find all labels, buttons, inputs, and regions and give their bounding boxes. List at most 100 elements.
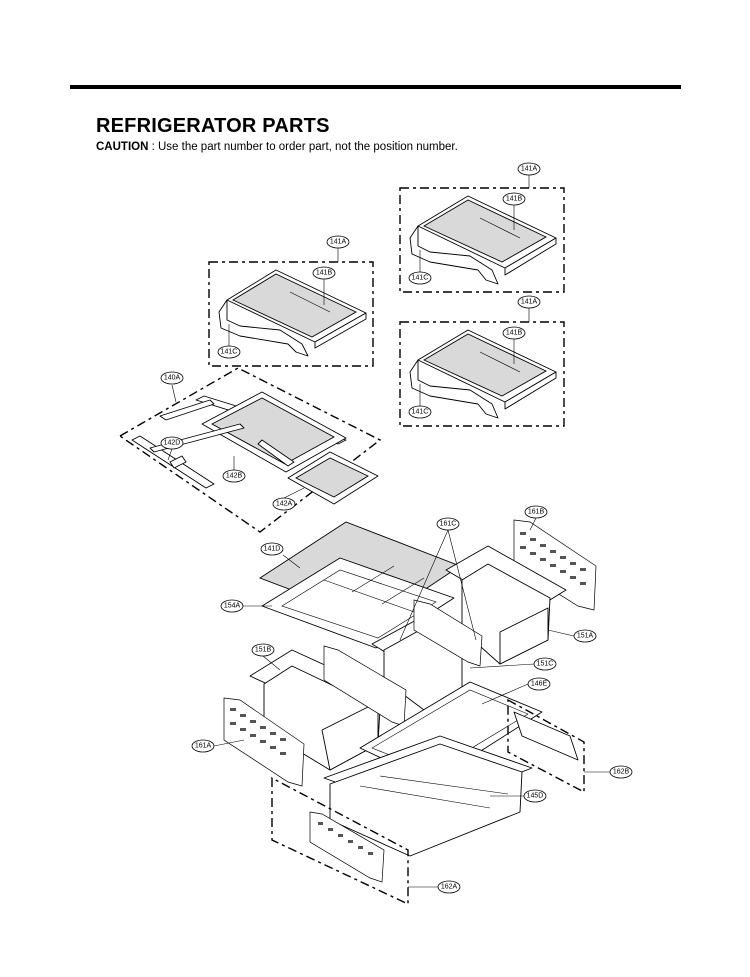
leader (167, 448, 173, 461)
shelf-assembly-mid-right (399, 308, 565, 427)
svg-text:151C: 151C (537, 661, 554, 668)
callout-162A: 162A (437, 880, 461, 894)
callout-146E: 146E (527, 677, 551, 691)
caution-text: : Use the part number to order part, not… (148, 141, 458, 153)
callout-141B-left: 141B (312, 266, 336, 280)
leader (262, 655, 281, 671)
drawer-rib (359, 785, 491, 809)
svg-text:151B: 151B (255, 647, 272, 654)
group-box-top-right (399, 187, 565, 293)
callout-161B: 161B (524, 505, 548, 519)
svg-text:146E: 146E (531, 681, 548, 688)
shelf-assembly-left (208, 248, 374, 367)
shelf-front-trim (504, 237, 557, 276)
svg-text:141B: 141B (506, 196, 523, 203)
caution-note: CAUTION : Use the part number to order p… (96, 141, 458, 153)
callout-141C-top: 141C (408, 271, 432, 285)
callout-154A: 154A (220, 599, 244, 613)
callout-141B-top: 141B (502, 192, 526, 206)
svg-text:141C: 141C (221, 349, 238, 356)
crisper-assembly (213, 517, 610, 906)
leader (447, 529, 477, 641)
leader (481, 683, 529, 705)
support-arm (257, 439, 295, 467)
svg-text:145D: 145D (527, 793, 544, 800)
callout-141B-mid: 141B (502, 326, 526, 340)
leader (213, 739, 245, 747)
callout-141C-left: 141C (217, 345, 241, 359)
slide-shelf-glass (211, 397, 335, 465)
shelf-bracket (218, 299, 309, 357)
grille-slots (520, 532, 586, 585)
shelf-front-trim (314, 312, 367, 349)
svg-text:162B: 162B (613, 769, 630, 776)
leader (399, 529, 449, 641)
group-box-right-rail (507, 698, 585, 794)
callout-141A-left: 141A (326, 235, 350, 249)
callout-161A: 161A (191, 739, 215, 753)
shelf-front-trim (504, 371, 557, 410)
callout-142A: 142A (272, 497, 296, 511)
callout-151C: 151C (533, 657, 557, 671)
folding-shelf-assembly (118, 367, 382, 533)
callout-151B: 151B (251, 643, 275, 657)
callout-141D: 141D (260, 542, 284, 556)
shelf-glass (232, 273, 357, 338)
svg-text:141A: 141A (521, 299, 538, 306)
callout-141A-mid: 141A (517, 295, 541, 309)
rail-cross (159, 399, 215, 421)
svg-text:154A: 154A (224, 603, 241, 610)
svg-text:141B: 141B (506, 330, 523, 337)
group-box-bottom-grille (271, 776, 409, 906)
svg-text:161C: 161C (440, 521, 457, 528)
svg-text:141C: 141C (412, 275, 429, 282)
svg-text:142A: 142A (276, 501, 293, 508)
svg-text:162A: 162A (441, 884, 458, 891)
svg-text:141D: 141D (264, 546, 281, 553)
glass-reflection (479, 217, 521, 239)
leader (529, 517, 537, 531)
cover-rib (381, 577, 425, 605)
right-rail (513, 711, 579, 761)
callout-151A: 151A (573, 629, 597, 643)
svg-text:141A: 141A (330, 239, 347, 246)
leader (171, 384, 177, 403)
group-box-left (208, 261, 374, 367)
cover-rib (351, 565, 395, 593)
drawer-right-front (499, 607, 549, 665)
drawer-rib (379, 775, 509, 795)
header-rule (70, 85, 681, 89)
glass-reflection (479, 351, 521, 373)
page-title: REFRIGERATOR PARTS (96, 115, 330, 137)
svg-text:141A: 141A (521, 166, 538, 173)
svg-text:142D: 142D (164, 440, 181, 447)
glass-reflection (289, 291, 331, 313)
center-grille (413, 599, 483, 667)
cover-rib (323, 579, 421, 615)
hinge-clip (169, 455, 187, 469)
svg-text:140A: 140A (164, 375, 181, 382)
callout-141A-top: 141A (517, 162, 541, 176)
shelf-assembly-top-right (399, 175, 565, 293)
left-grille-slots (230, 708, 286, 755)
callout-141C-mid: 141C (408, 405, 432, 419)
callout-145D: 145D (523, 789, 547, 803)
callout-161C: 161C (436, 517, 460, 531)
shelf-bracket (409, 359, 499, 419)
group-box-folding-shelf (118, 367, 382, 533)
cover-frame-inner (281, 569, 437, 639)
svg-text:161A: 161A (195, 743, 212, 750)
callout-142D: 142D (160, 436, 184, 450)
group-box-mid-right (399, 321, 565, 427)
shelf-glass (423, 333, 547, 397)
svg-text:151A: 151A (577, 633, 594, 640)
callout-162B: 162B (609, 765, 633, 779)
bottom-grille-slots (318, 822, 373, 855)
caution-label: CAUTION (96, 141, 149, 153)
svg-text:142B: 142B (226, 473, 243, 480)
svg-text:141B: 141B (316, 270, 333, 277)
shelf-bracket (409, 225, 499, 285)
svg-text:141C: 141C (412, 409, 429, 416)
leader (547, 629, 575, 637)
